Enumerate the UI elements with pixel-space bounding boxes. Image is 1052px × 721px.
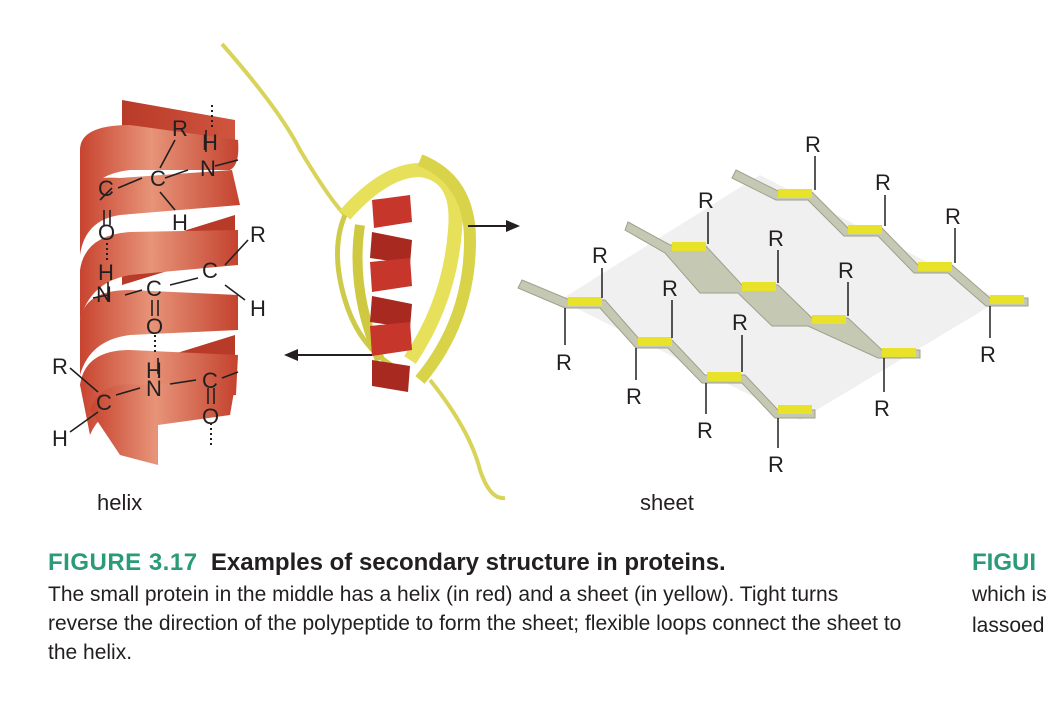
side-chain-r-label: R xyxy=(556,350,572,375)
figure-number: FIGURE 3.17 xyxy=(48,549,198,576)
next-figure-line: which is xyxy=(972,583,1047,606)
protein-ribbon-model xyxy=(220,42,520,501)
helix-atom: H xyxy=(146,358,162,383)
side-chain-r-label: R xyxy=(875,170,891,195)
helix-atom: C xyxy=(202,368,218,393)
helix-atom: H xyxy=(202,130,218,155)
helix-atom: C xyxy=(150,166,166,191)
next-figure-caption-fragment: FIGUI which is lassoed xyxy=(972,548,1052,640)
helix-atom: H xyxy=(250,296,266,321)
helix-atom: H xyxy=(172,210,188,235)
helix-atom: R xyxy=(52,354,68,379)
helix-atom: N xyxy=(146,376,162,401)
next-figure-number: FIGUI xyxy=(972,549,1036,576)
side-chain-r-label: R xyxy=(592,243,608,268)
next-figure-line: lassoed xyxy=(972,614,1045,637)
helix-atom: H xyxy=(52,426,68,451)
sheet-label: sheet xyxy=(640,490,694,515)
caption-body: The small protein in the middle has a he… xyxy=(48,583,902,664)
side-chain-r-label: R xyxy=(768,226,784,251)
side-chain-r-label: R xyxy=(838,258,854,283)
side-chain-r-label: R xyxy=(662,276,678,301)
helix-atom: C xyxy=(98,176,114,201)
side-chain-r-label: R xyxy=(768,452,784,477)
side-chain-r-label: R xyxy=(626,384,642,409)
helix-label: helix xyxy=(97,490,143,515)
side-chain-r-label: R xyxy=(980,342,996,367)
helix-atom: H xyxy=(98,260,114,285)
helix-atom: O xyxy=(202,404,219,429)
alpha-helix-diagram: R H N C C H O H R N C C H O H R C N C H … xyxy=(52,100,266,465)
helix-atom: N xyxy=(96,282,112,307)
side-chain-r-label: R xyxy=(874,396,890,421)
side-chain-r-label: R xyxy=(732,310,748,335)
helix-atom: O xyxy=(98,220,115,245)
figure-illustration: R H N C C H O H R N C C H O H R C N C H … xyxy=(52,42,1029,501)
side-chain-r-label: R xyxy=(805,132,821,157)
helix-atom: C xyxy=(146,276,162,301)
caption-heading: FIGURE 3.17 Examples of secondary struct… xyxy=(48,548,908,578)
side-chain-r-label: R xyxy=(697,418,713,443)
helix-atom: O xyxy=(146,314,163,339)
caption-title: Examples of secondary structure in prote… xyxy=(210,549,726,576)
figure-caption: FIGURE 3.17 Examples of secondary struct… xyxy=(48,548,908,667)
beta-sheet-diagram: R R R R R R R R R R R R R R R xyxy=(517,132,1029,477)
helix-atom: C xyxy=(202,258,218,283)
helix-atom: C xyxy=(96,390,112,415)
helix-atom: R xyxy=(172,116,188,141)
helix-atom: R xyxy=(250,222,266,247)
side-chain-r-label: R xyxy=(945,204,961,229)
side-chain-r-label: R xyxy=(698,188,714,213)
helix-atom: N xyxy=(200,156,216,181)
